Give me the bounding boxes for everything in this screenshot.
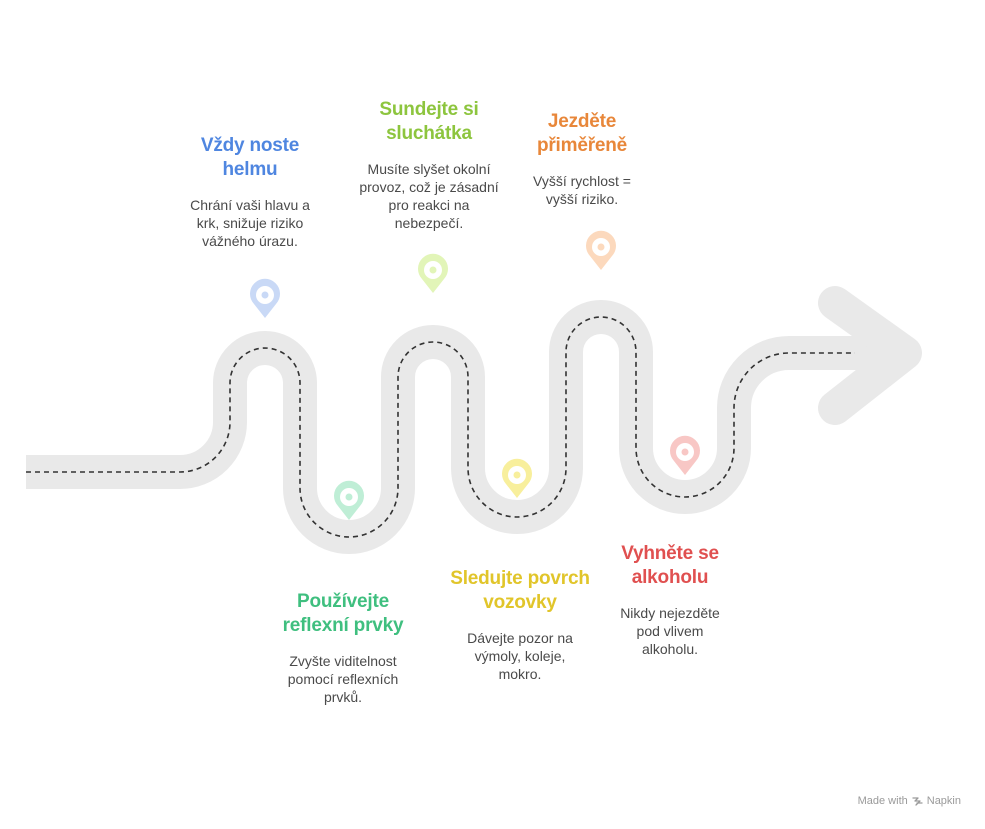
step-description: Musíte slyšet okolní provoz, což je zása… (359, 161, 499, 231)
step-alcohol: Vyhněte se alkoholu Nikdy nejezděte pod … (585, 542, 755, 658)
made-with-label: Made with (857, 795, 908, 807)
step-title: Sundejte si sluchátka (379, 99, 479, 144)
location-pin-icon (418, 253, 448, 293)
location-pin-icon (586, 230, 616, 270)
step-title: Sledujte povrch vozovky (450, 568, 590, 613)
step-title: Vždy noste helmu (200, 135, 300, 180)
step-headphones: Sundejte si sluchátka Musíte slyšet okol… (344, 98, 514, 232)
footer-credit: Made with Napkin (858, 795, 961, 807)
step-reflective: Používejte reflexní prvky Zvyšte viditel… (258, 590, 428, 706)
step-road-surface: Sledujte povrch vozovky Dávejte pozor na… (435, 567, 605, 683)
brand-label: Napkin (926, 795, 961, 807)
step-title: Používejte reflexní prvky (282, 591, 404, 636)
step-speed: Jezděte přiměřeně Vyšší rychlost = vyšší… (497, 110, 667, 208)
road-center-line (26, 316, 855, 538)
step-helmet: Vždy noste helmu Chrání vaši hlavu a krk… (165, 134, 335, 250)
location-pin-icon (670, 435, 700, 475)
step-description: Zvyšte viditelnost pomocí reflexních prv… (287, 653, 399, 705)
road-path (26, 300, 880, 554)
step-description: Vyšší rychlost = vyšší riziko. (533, 173, 631, 207)
location-pin-icon (250, 278, 280, 318)
step-description: Nikdy nejezděte pod vlivem alkoholu. (620, 605, 720, 657)
step-description: Dávejte pozor na výmoly, koleje, mokro. (467, 630, 573, 682)
step-title: Vyhněte se alkoholu (621, 543, 719, 588)
location-pin-icon (334, 480, 364, 520)
road-arrow-icon (818, 286, 922, 425)
step-title: Jezděte přiměřeně (536, 111, 628, 156)
step-description: Chrání vaši hlavu a krk, snižuje riziko … (190, 197, 310, 249)
napkin-logo-icon (912, 796, 923, 806)
location-pin-icon (502, 458, 532, 498)
